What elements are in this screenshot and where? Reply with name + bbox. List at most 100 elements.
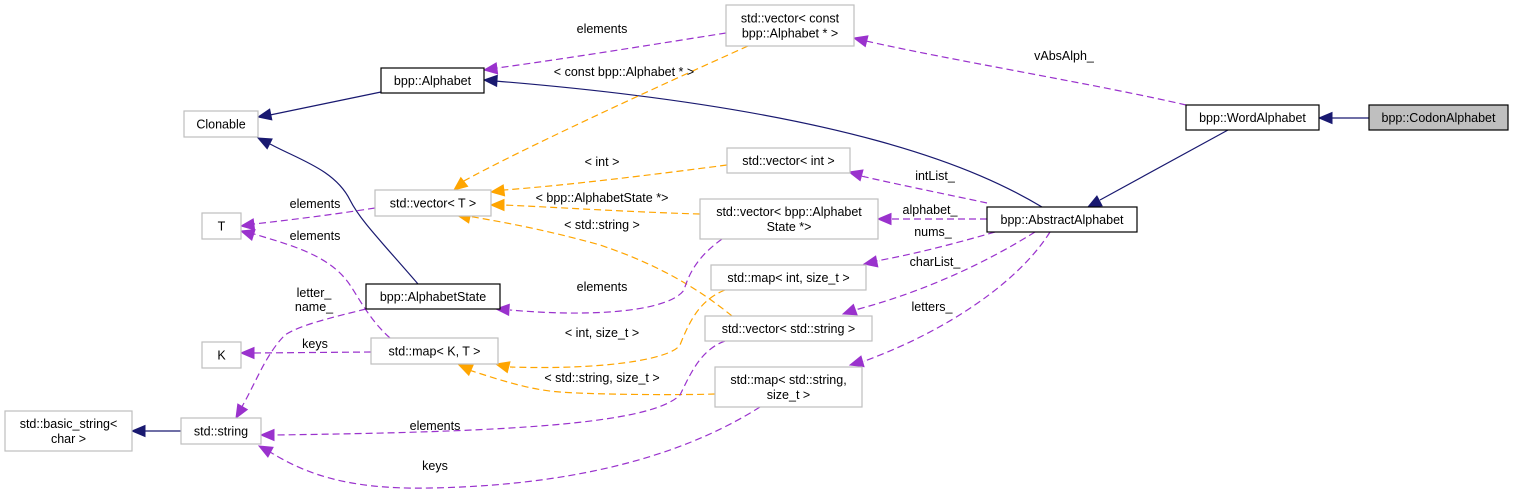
class-node-word[interactable]: bpp::WordAlphabet (1185, 104, 1320, 131)
node-label: State *> (767, 220, 812, 234)
node-box[interactable] (374, 189, 492, 217)
arrowhead-icon (130, 424, 146, 438)
node-label: std::vector< T > (390, 197, 476, 211)
node-box[interactable] (365, 283, 501, 310)
node-label: Clonable (196, 118, 245, 132)
edge-word-to-abstract (1086, 129, 1229, 208)
edge-vecconstalph-to-vecT (452, 45, 749, 191)
node-label: bpp::Alphabet (394, 74, 472, 88)
class-node-codon[interactable]: bpp::CodonAlphabet (1368, 104, 1509, 131)
arrowhead-icon (257, 445, 274, 458)
arrowhead-icon (862, 255, 879, 268)
edge-abstract-to-vecalphstate (876, 212, 987, 226)
edge-vecalphstate-to-vecT (489, 198, 701, 215)
node-box[interactable] (380, 67, 485, 94)
node-box[interactable] (986, 206, 1138, 233)
edge-labels-layer: vAbsAlph_elements< const bpp::Alphabet *… (290, 22, 1095, 473)
edge-line (239, 308, 367, 411)
node-box[interactable] (726, 147, 851, 174)
class-node-alphstate[interactable]: bpp::AlphabetState (365, 283, 501, 310)
class-node-vecstring[interactable]: std::vector< std::string > (704, 315, 873, 342)
arrowhead-icon (848, 355, 865, 368)
arrowhead-icon (876, 212, 892, 226)
class-node-vecalphstate[interactable]: std::vector< bpp::AlphabetState *> (699, 198, 879, 240)
node-box[interactable] (201, 341, 242, 369)
edge-line (861, 231, 1051, 363)
class-node-abstract[interactable]: bpp::AbstractAlphabet (986, 206, 1138, 233)
node-box[interactable] (1368, 104, 1509, 131)
edge-vecalphstate-to-alphstate (494, 238, 723, 317)
node-box[interactable] (710, 264, 867, 291)
edge-string-to-basicstring (130, 424, 181, 438)
arrowhead-icon (489, 198, 505, 212)
class-node-vecT[interactable]: std::vector< T > (374, 189, 492, 217)
node-box[interactable] (699, 198, 879, 240)
edge-abstract-to-mapintsize (862, 231, 996, 268)
node-box[interactable] (370, 337, 499, 365)
edge-label: < int > (585, 155, 620, 169)
class-node-K[interactable]: K (201, 341, 242, 369)
edge-line (509, 289, 726, 369)
edge-label: letters_ (912, 300, 954, 314)
arrowhead-icon (841, 303, 858, 316)
edge-vecT-to-T (239, 207, 376, 231)
edge-abstract-to-vecint (847, 169, 988, 204)
node-label: std::string (194, 425, 248, 439)
node-box[interactable] (4, 410, 133, 452)
class-node-mapKT[interactable]: std::map< K, T > (370, 337, 499, 365)
edge-line (461, 45, 749, 183)
edge-line (269, 406, 761, 489)
edge-vecint-to-vecT (489, 164, 728, 197)
edge-label: charList_ (910, 255, 962, 269)
edge-label: nums_ (914, 225, 953, 239)
arrowhead-icon (482, 74, 498, 88)
class-node-clonable[interactable]: Clonable (183, 110, 259, 138)
node-box[interactable] (1185, 104, 1320, 131)
edge-mapstringsize-to-string (257, 406, 761, 489)
edge-label: elements (290, 197, 341, 211)
class-node-basicstring[interactable]: std::basic_string<char > (4, 410, 133, 452)
node-label: T (218, 220, 226, 234)
arrowhead-icon (457, 364, 474, 377)
edge-vecconstalph-to-alphabet (482, 32, 727, 75)
class-node-vecint[interactable]: std::vector< int > (726, 147, 851, 174)
node-box[interactable] (704, 315, 873, 342)
edge-label: < const bpp::Alphabet * > (554, 65, 694, 79)
class-node-string[interactable]: std::string (180, 417, 262, 445)
arrowhead-icon (494, 303, 510, 317)
node-label: bpp::Alphabet * > (742, 27, 838, 41)
node-label: std::basic_string< (20, 417, 118, 431)
arrowhead-icon (494, 361, 511, 374)
node-label: bpp::AbstractAlphabet (1001, 213, 1125, 227)
node-box[interactable] (183, 110, 259, 138)
edge-label: keys (302, 337, 328, 351)
edge-line (509, 238, 723, 314)
class-node-mapstringsize[interactable]: std::map< std::string,size_t > (714, 366, 863, 408)
arrowhead-icon (239, 229, 256, 241)
class-node-mapintsize[interactable]: std::map< int, size_t > (710, 264, 867, 291)
arrowhead-icon (482, 62, 499, 75)
node-label: std::map< K, T > (389, 345, 481, 359)
edge-mapKT-to-T (239, 229, 391, 339)
edge-line (273, 340, 726, 436)
edge-label: name_ (295, 300, 334, 314)
edge-alphabet-to-clonable (256, 91, 382, 121)
node-box[interactable] (725, 4, 855, 47)
class-node-T[interactable]: T (201, 212, 242, 240)
edge-line (860, 175, 988, 204)
node-box[interactable] (201, 212, 242, 240)
arrowhead-icon (1317, 111, 1333, 125)
edge-label: alphabet_ (903, 203, 959, 217)
class-node-alphabet[interactable]: bpp::Alphabet (380, 67, 485, 94)
node-label: size_t > (767, 388, 810, 402)
edge-label: intList_ (915, 169, 956, 183)
edge-line (865, 40, 1187, 106)
node-label: std::vector< const (741, 12, 840, 26)
arrowhead-icon (847, 169, 864, 182)
edge-line (253, 233, 391, 339)
edge-word-to-vecconstalph (852, 35, 1187, 106)
node-box[interactable] (714, 366, 863, 408)
node-box[interactable] (180, 417, 262, 445)
